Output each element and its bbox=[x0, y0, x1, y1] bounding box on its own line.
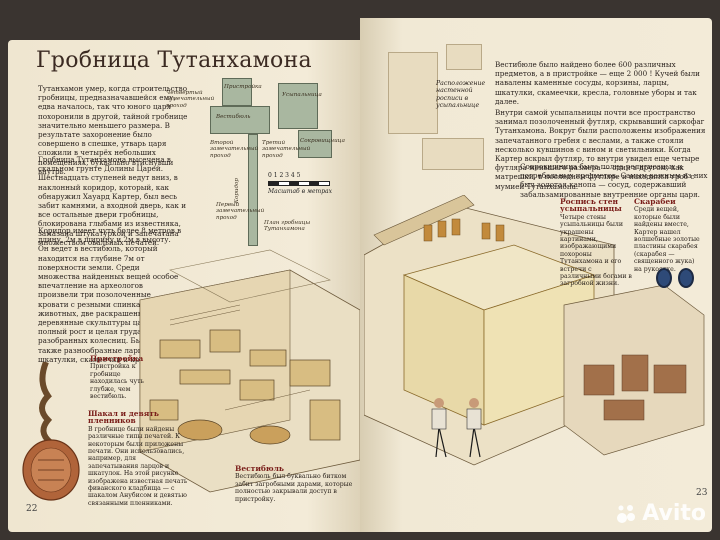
scarab-caption-title: Скарабеи bbox=[634, 197, 676, 206]
burial-chamber-cutaway-illustration bbox=[364, 195, 705, 466]
mural-location-caption: Расположение настенной росписи в усыпаль… bbox=[436, 80, 486, 110]
left-body-text: Тутанхамон умер, когда строительство гро… bbox=[38, 84, 188, 178]
left-body-text-3: Коридор имеет чуть более 8 метров в длин… bbox=[38, 226, 183, 366]
plan-label-third-corridor: Третий замечательный проход bbox=[262, 140, 311, 159]
plan-label-annex: Пристройка bbox=[224, 84, 262, 90]
jackal-caption-title: Шакал и девять пленников bbox=[88, 409, 159, 426]
jackal-caption-text: В гробнице были найдены различные типы п… bbox=[88, 425, 188, 507]
paragraph: Коридор имеет чуть более 8 метров в длин… bbox=[38, 226, 182, 364]
plan-label-first-corridor: Первый замечательный проход bbox=[216, 202, 265, 221]
page-title: Гробница Тутанхамона bbox=[36, 48, 312, 73]
mural-panel-top bbox=[446, 44, 482, 70]
vestibule-caption: Вестибюль Вестибюль был буквально битком… bbox=[235, 465, 360, 503]
annex-caption-title: Пристройка bbox=[90, 354, 144, 363]
mural-panel-left bbox=[388, 52, 438, 134]
plan-caption: План гробницы Тутанхамона bbox=[264, 220, 311, 233]
page-number-right: 23 bbox=[696, 488, 708, 498]
plan-corridor bbox=[248, 134, 258, 246]
plan-burial-chamber bbox=[278, 83, 318, 129]
jackal-caption: Шакал и девять пленников В гробнице были… bbox=[88, 410, 188, 507]
plan-treasury bbox=[298, 130, 332, 158]
right-body-text: Вестибюле было найдено более 600 различн… bbox=[495, 60, 710, 193]
plan-label-burial: Усыпальница bbox=[282, 92, 322, 98]
annex-caption-text: Пристройка к гробнице находилась чуть гл… bbox=[90, 363, 144, 401]
paragraph: Гробница Тутанхамона высечена в скальном… bbox=[38, 155, 186, 247]
avito-logo-icon bbox=[617, 505, 636, 523]
paragraph: Сокровищница была полна религиозных и по… bbox=[520, 162, 708, 199]
paragraph: Внутри самой усыпальницы почти все прост… bbox=[495, 108, 706, 191]
paragraph: Вестибюле было найдено более 600 различн… bbox=[495, 60, 700, 106]
antechamber-cutaway-illustration bbox=[139, 249, 361, 493]
page-number-left: 22 bbox=[26, 504, 38, 514]
plan-label-antechamber: Вестибюль bbox=[216, 114, 251, 120]
annex-caption: Пристройка Пристройка к гробнице находил… bbox=[90, 355, 150, 400]
scale-bar bbox=[268, 181, 330, 186]
right-body-text-2: Сокровищница была полна религиозных и по… bbox=[520, 162, 710, 201]
seal-illustration bbox=[22, 362, 80, 501]
paragraph: Тутанхамон умер, когда строительство гро… bbox=[38, 84, 188, 176]
burial-mural-caption-title: Роспись стен усыпальницы bbox=[560, 197, 622, 214]
vestibule-caption-title: Вестибюль bbox=[235, 464, 284, 473]
plan-label-treasury: Сокровищница bbox=[300, 138, 345, 144]
tomb-plan: Пристройка Вестибюль Усыпальница Сокрови… bbox=[166, 78, 350, 263]
scarab-caption: Скарабеи Среди вещей, которые были найде… bbox=[634, 198, 704, 273]
scarab-ring-icon bbox=[678, 268, 694, 288]
avito-watermark: Avito bbox=[616, 501, 706, 526]
burial-mural-caption-text: Четыре стены усыпальницы были украшены к… bbox=[560, 213, 632, 288]
scale-ticks: 0 1 2 3 4 5 bbox=[268, 172, 301, 179]
plan-label-corridor: Коридор bbox=[234, 178, 240, 204]
scale-label: Масштаб в метрах bbox=[268, 188, 333, 195]
plan-annex bbox=[222, 78, 252, 106]
scarab-caption-text: Среди вещей, которые были найдены вместе… bbox=[634, 206, 700, 273]
watermark-text: Avito bbox=[642, 501, 706, 526]
left-body-text-2: Гробница Тутанхамона высечена в скальном… bbox=[38, 155, 198, 249]
scarab-ring-icon bbox=[656, 268, 672, 288]
mural-panel-bottom bbox=[422, 138, 484, 170]
plan-antechamber bbox=[210, 106, 270, 134]
vestibule-caption-text: Вестибюль был буквально битком забит заг… bbox=[235, 473, 353, 503]
burial-mural-caption: Роспись стен усыпальницы Четыре стены ус… bbox=[560, 198, 632, 288]
plan-label-second-corridor: Второй замечательный проход bbox=[210, 140, 259, 159]
plan-label-fourth-corridor: Четвертый замечательный проход bbox=[166, 90, 215, 109]
